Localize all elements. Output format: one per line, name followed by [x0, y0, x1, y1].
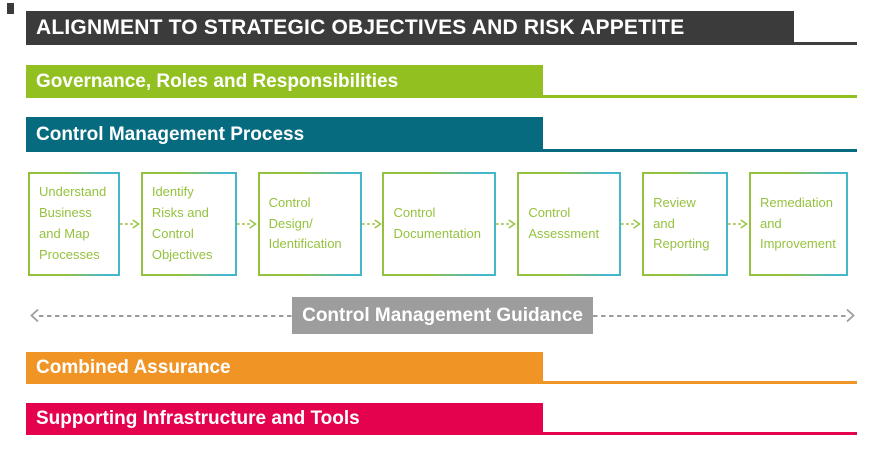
guidance-arrow-left [30, 308, 292, 323]
step-label: Understand Business and Map Processes [39, 184, 107, 262]
supporting-infrastructure-bar: Supporting Infrastructure and Tools [26, 403, 543, 435]
combined-assurance-band-row: Combined Assurance [26, 352, 857, 384]
process-step-control-assessment: Control Assessment [517, 172, 622, 276]
step-arrow-icon [361, 172, 383, 276]
guidance-bar: Control Management Guidance [292, 297, 593, 334]
control-management-label: Control Management Process [36, 123, 305, 145]
process-step-identify-risks: Identify Risks and Control Objectives [140, 172, 237, 276]
combined-assurance-label: Combined Assurance [36, 357, 231, 378]
process-step-understand-business: Understand Business and Map Processes [28, 172, 120, 276]
process-step-control-documentation: Control Documentation [382, 172, 497, 276]
guidance-label: Control Management Guidance [302, 304, 583, 326]
governance-extension-line [543, 95, 857, 98]
control-management-extension-line [543, 149, 857, 152]
title-band-row: ALIGNMENT TO STRATEGIC OBJECTIVES AND RI… [26, 11, 857, 45]
governance-label: Governance, Roles and Responsibilities [36, 70, 399, 92]
control-management-bar: Control Management Process [26, 117, 543, 152]
governance-band-row: Governance, Roles and Responsibilities [26, 65, 857, 98]
guidance-dash-line [39, 314, 292, 317]
step-arrow-icon [496, 172, 517, 276]
step-arrow-icon [621, 172, 642, 276]
step-label: Control Design/ Identification [268, 194, 342, 252]
guidance-dash-line [593, 314, 846, 317]
governance-bar: Governance, Roles and Responsibilities [26, 65, 543, 98]
step-label: Control Assessment [528, 205, 600, 241]
corner-fragment [7, 3, 14, 14]
supporting-infrastructure-extension-line [543, 432, 857, 435]
step-arrow-icon [728, 172, 749, 276]
step-arrow-icon [120, 172, 141, 276]
control-management-band-row: Control Management Process [26, 117, 857, 152]
process-step-remediation: Remediation and Improvement [748, 172, 848, 276]
guidance-arrow-right-icon [846, 308, 855, 323]
guidance-arrow-left-icon [30, 308, 39, 323]
step-label: Remediation and Improvement [759, 194, 836, 252]
process-steps-row: Understand Business and Map Processes Id… [28, 172, 848, 276]
supporting-infrastructure-label: Supporting Infrastructure and Tools [36, 408, 360, 429]
guidance-arrow-right [593, 308, 855, 323]
process-step-review-reporting: Review and Reporting [642, 172, 729, 276]
step-label: Identify Risks and Control Objectives [151, 184, 213, 262]
combined-assurance-bar: Combined Assurance [26, 352, 543, 384]
step-label: Control Documentation [393, 205, 481, 241]
combined-assurance-extension-line [543, 381, 857, 384]
page-title: ALIGNMENT TO STRATEGIC OBJECTIVES AND RI… [36, 16, 685, 39]
title-extension-line [794, 42, 857, 45]
step-label: Review and Reporting [653, 194, 710, 252]
guidance-row: Control Management Guidance [30, 297, 855, 334]
title-bar: ALIGNMENT TO STRATEGIC OBJECTIVES AND RI… [26, 11, 794, 45]
step-arrow-icon [236, 172, 258, 276]
supporting-infrastructure-band-row: Supporting Infrastructure and Tools [26, 403, 857, 435]
process-step-control-design: Control Design/ Identification [257, 172, 362, 276]
